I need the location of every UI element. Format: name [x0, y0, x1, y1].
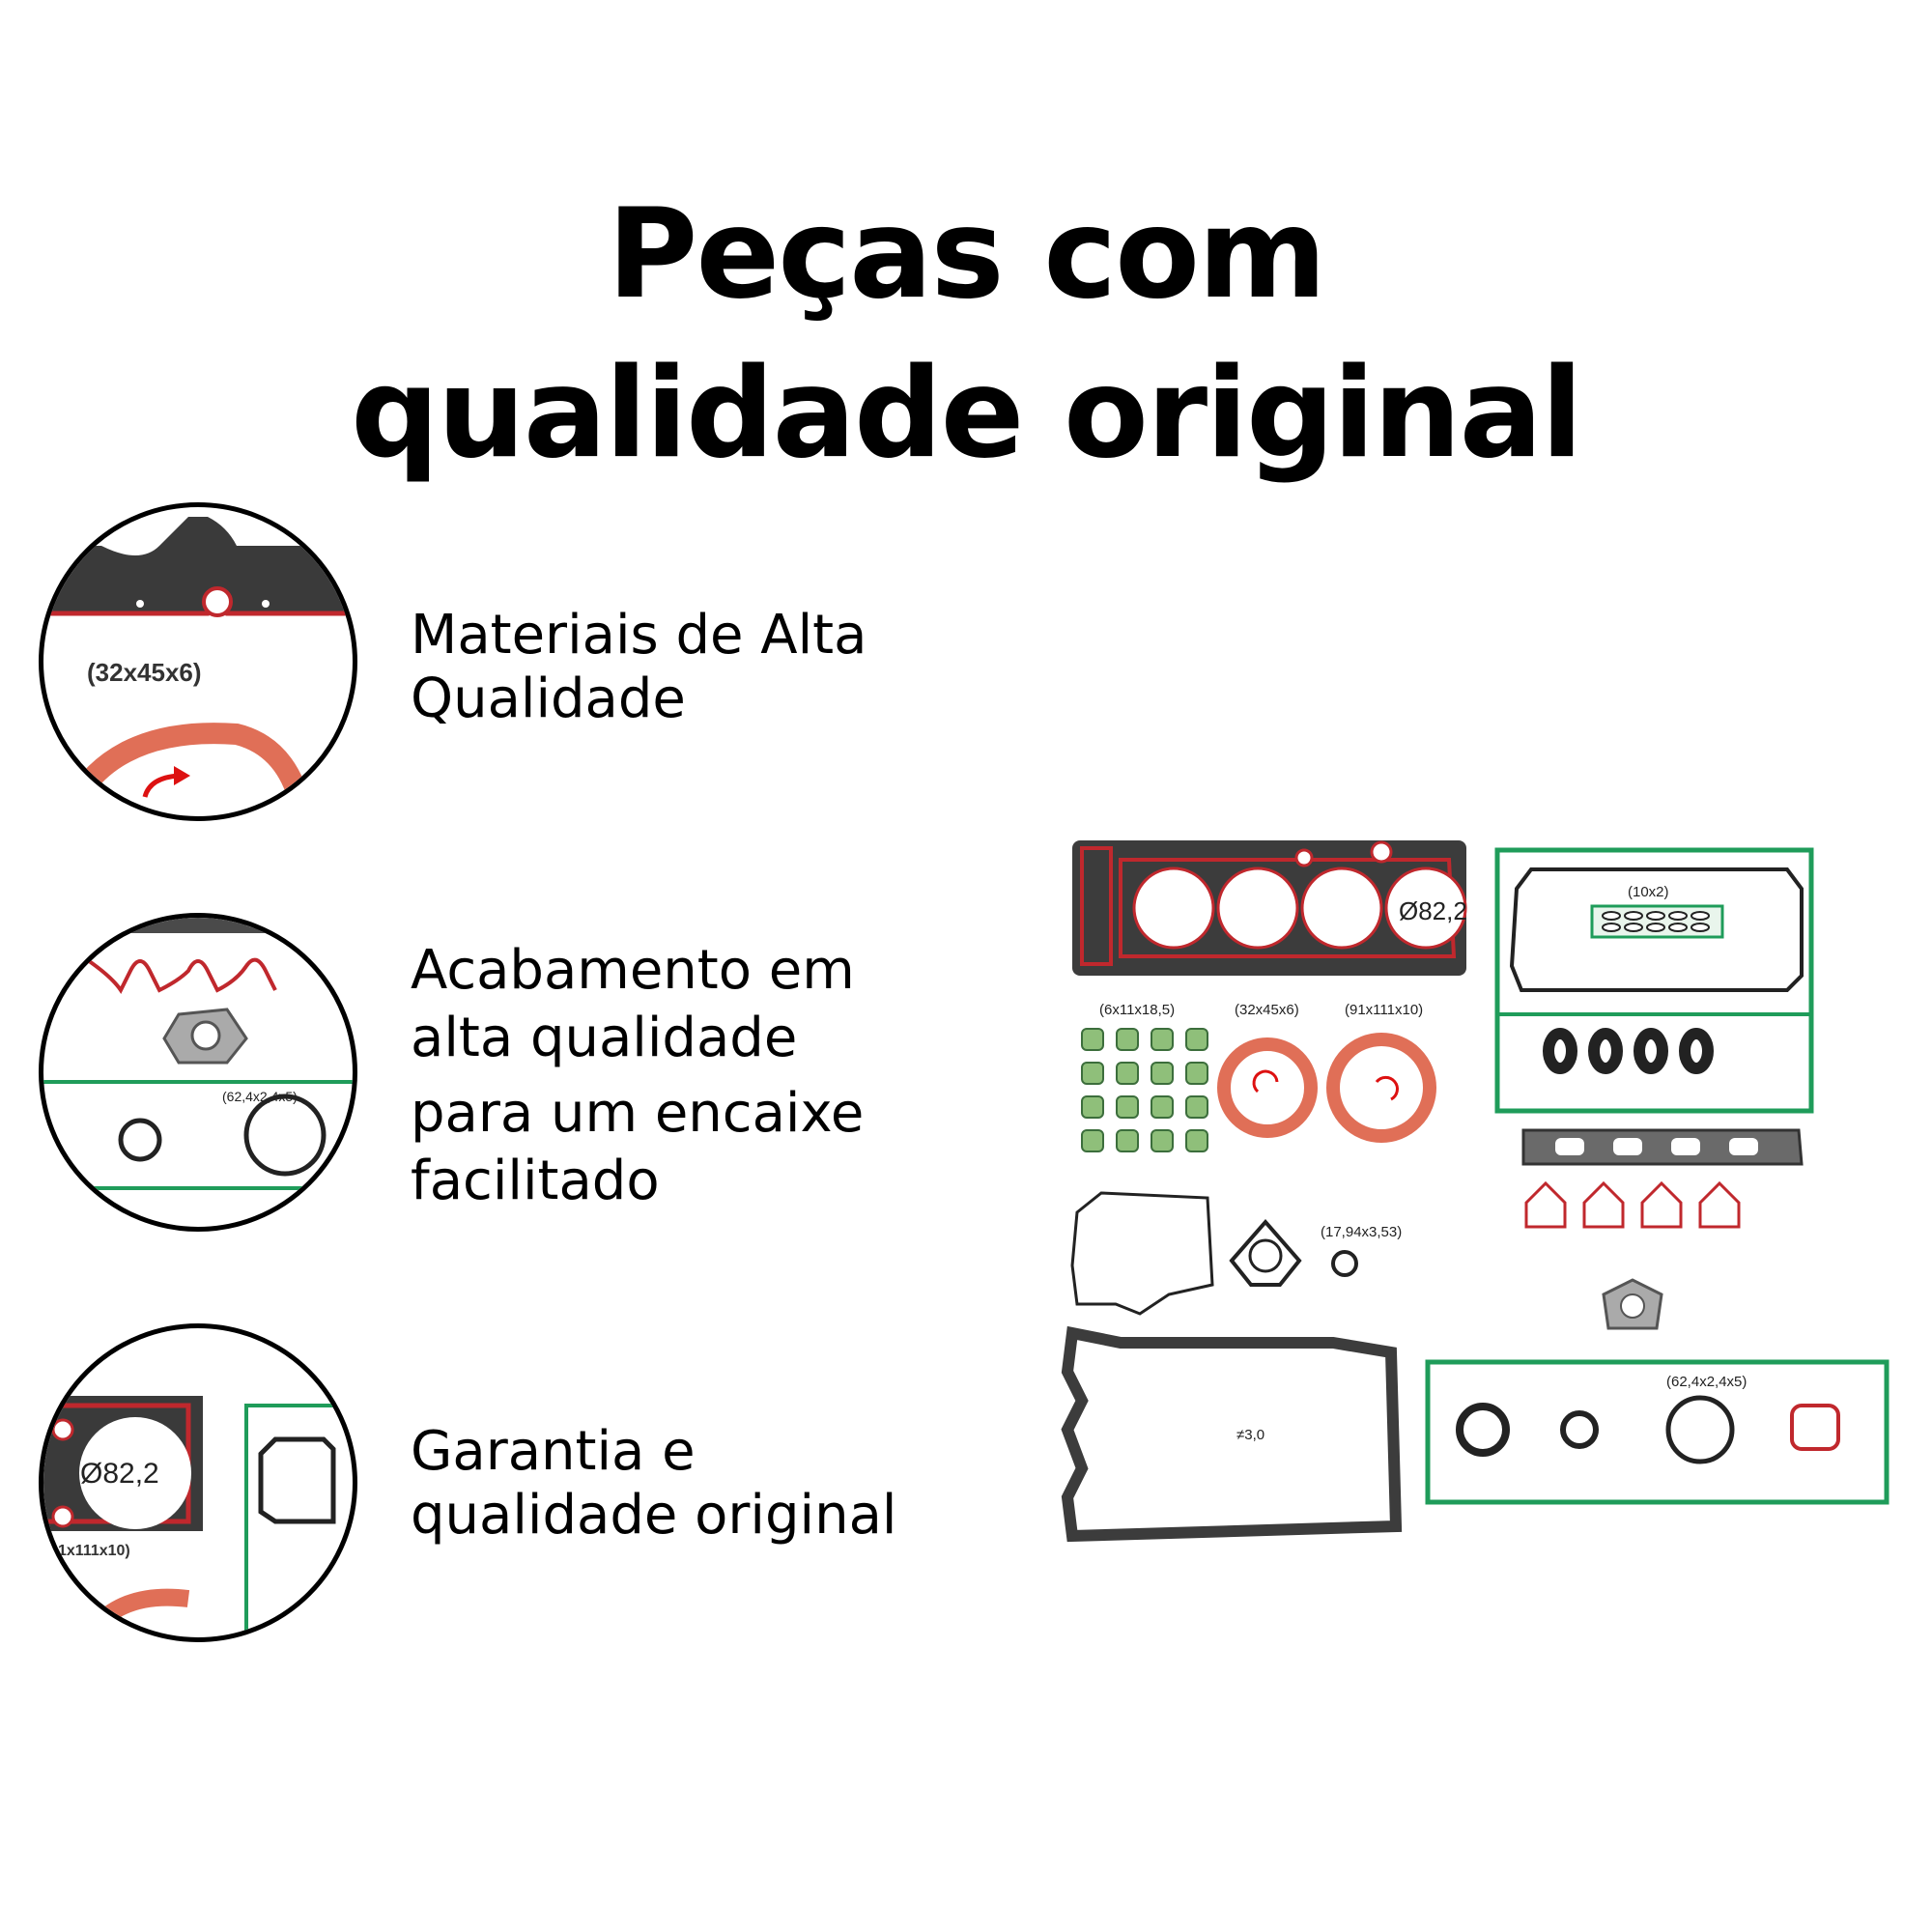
feature-finish: (62,4x2,4x5) Acabamento em alta qualidad…	[39, 913, 1005, 1241]
oring-label: (17,94x3,53)	[1321, 1224, 1402, 1240]
valve-seal-label: (6x11x18,5)	[1099, 1002, 1175, 1018]
valve-stem-seals	[1081, 1028, 1208, 1152]
seal-b-label: (91x111x10)	[1345, 1002, 1423, 1018]
zoom-label: (62,4x2,4x5)	[222, 1089, 298, 1104]
title-line-2: qualidade original	[351, 341, 1583, 486]
ring-label: (62,4x2,4x5)	[1666, 1374, 1747, 1390]
thickness-label: ≠3,0	[1236, 1427, 1264, 1443]
title-line-1: Peças com	[607, 182, 1327, 327]
feature-line: Qualidade	[411, 668, 686, 730]
feature-line: Materiais de Alta	[411, 604, 867, 667]
exhaust-gasket	[1521, 1128, 1804, 1166]
spark-plug-seals	[1543, 1028, 1714, 1074]
feature-materials: (32x45x6) Materiais de Alta Qualidade	[39, 502, 1005, 831]
feature-line: qualidade original	[411, 1484, 897, 1547]
feature-line: para um encaixe	[411, 1082, 865, 1145]
zoom-circle-seals: (62,4x2,4x5)	[39, 913, 357, 1232]
head-gasket: Ø82,2	[1072, 840, 1467, 976]
seals-frame	[1425, 1359, 1889, 1505]
feature-line: facilitado	[411, 1150, 660, 1212]
seal-a-label: (32x45x6)	[1235, 1002, 1299, 1018]
valve-cover-gasket	[1509, 867, 1804, 992]
cover-gasket	[1070, 1191, 1214, 1316]
feature-line: alta qualidade	[411, 1007, 798, 1069]
crank-seal-rear	[1326, 1033, 1436, 1143]
zoom-circle-head-gasket: (32x45x6)	[39, 502, 357, 821]
oring	[1331, 1250, 1358, 1277]
intake-gaskets	[1524, 1180, 1741, 1229]
zoom-label: Ø82,2	[80, 1458, 159, 1490]
zoom-circle-bore: Ø82,2 1x111x10)	[39, 1323, 357, 1642]
zoom-label: 1x111x10)	[58, 1543, 130, 1559]
plug-seal-label: (10x2)	[1628, 884, 1669, 900]
zoom-label: (32x45x6)	[87, 658, 202, 687]
feature-line: Acabamento em	[411, 939, 855, 1002]
gasket-kit-image: Ø82,2 (6x11x18,5) (32x45x6) (91x111x10) …	[1061, 840, 1889, 1543]
triangle-gasket	[1229, 1218, 1302, 1287]
feature-text: Acabamento em alta qualidade para um enc…	[411, 937, 864, 1215]
page-title: Peças com qualidade original	[0, 175, 1932, 494]
oil-pan-gasket	[1061, 1325, 1403, 1543]
feature-line: Garantia e	[411, 1420, 696, 1483]
valve-cover-frame	[1494, 847, 1814, 1114]
bore-label: Ø82,2	[1399, 896, 1467, 925]
feature-text: Materiais de Alta Qualidade	[411, 604, 867, 731]
feature-warranty: Ø82,2 1x111x10) Garantia e qualidade ori…	[39, 1323, 1005, 1652]
crank-seal-front	[1217, 1037, 1318, 1138]
feature-text: Garantia e qualidade original	[411, 1420, 896, 1548]
